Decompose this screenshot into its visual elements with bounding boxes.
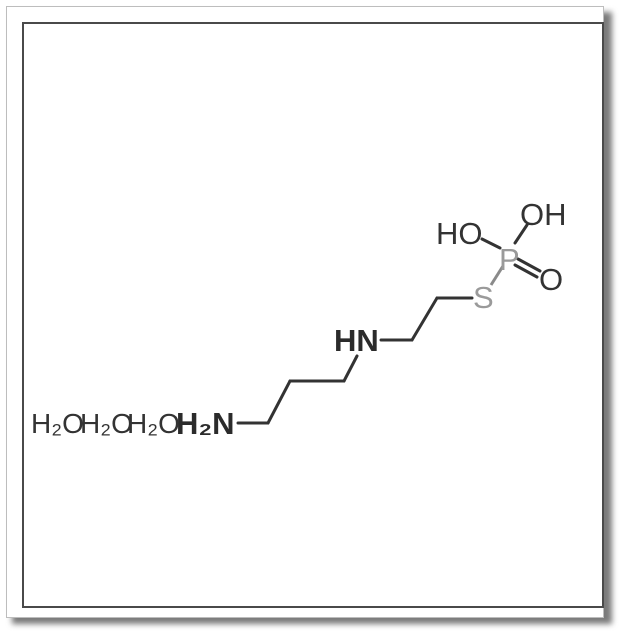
water-label-1: H₂O (31, 408, 84, 439)
bond-p-ho (480, 237, 502, 250)
bond-c3-nh (342, 354, 359, 383)
bond-c4-c5 (410, 296, 439, 342)
bond-s-p (489, 265, 505, 286)
atom-oxygen-double: O (539, 262, 563, 297)
water-label-2: H₂O (80, 408, 133, 439)
atom-ho-left: HO (436, 216, 483, 251)
atom-hn: HN (334, 323, 379, 358)
atom-oh-top: OH (520, 197, 567, 232)
bond-p-o-double-2 (513, 263, 539, 279)
water-label-3: H₂O (127, 408, 180, 439)
bond-p-oh (513, 223, 529, 245)
bond-p-o-double-1 (516, 257, 542, 273)
structure-panel (22, 22, 604, 608)
atom-amine: H₂N (176, 406, 235, 441)
atom-sulfur: S (473, 280, 494, 315)
bond-c1-c2 (266, 379, 292, 425)
atom-phosphorus: P (499, 242, 520, 277)
